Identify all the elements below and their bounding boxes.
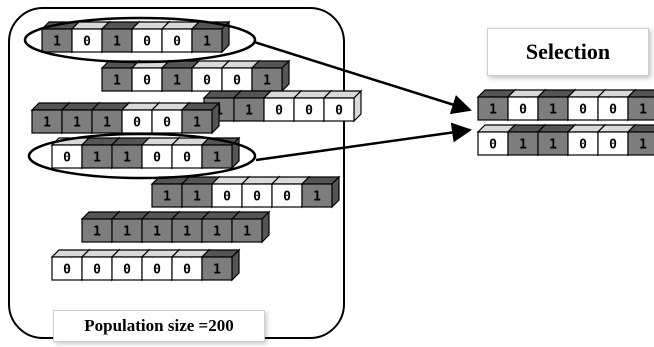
svg-text:1: 1 (173, 74, 181, 89)
selection-arrow-top (253, 40, 472, 115)
svg-text:1: 1 (73, 116, 81, 131)
svg-text:0: 0 (305, 104, 313, 119)
population-chromosome-7: 1 1 1 1 1 1 (80, 210, 271, 244)
svg-text:1: 1 (123, 151, 131, 166)
population-chromosome-4-bit-5: 1 (180, 101, 221, 135)
population-chromosome-4: 1 1 1 0 0 1 (30, 101, 221, 135)
svg-text:0: 0 (63, 151, 71, 166)
svg-text:0: 0 (233, 74, 241, 89)
population-chromosome-1-bit-5: 1 (190, 20, 231, 54)
svg-text:0: 0 (143, 35, 151, 50)
svg-text:0: 0 (283, 190, 291, 205)
svg-text:0: 0 (335, 104, 343, 119)
svg-text:0: 0 (93, 263, 101, 278)
svg-text:1: 1 (263, 74, 271, 89)
selected-chromosome-1: 1 0 1 0 0 1 (476, 88, 654, 122)
population-chromosome-2-bit-5: 1 (250, 59, 291, 93)
svg-text:1: 1 (93, 225, 101, 240)
svg-text:1: 1 (313, 190, 321, 205)
svg-text:0: 0 (579, 138, 587, 153)
svg-text:0: 0 (143, 74, 151, 89)
svg-text:1: 1 (549, 103, 557, 118)
selection-arrow-bottom (255, 122, 472, 162)
svg-text:1: 1 (203, 35, 211, 50)
svg-text:0: 0 (183, 263, 191, 278)
svg-text:0: 0 (153, 263, 161, 278)
svg-text:0: 0 (253, 190, 261, 205)
svg-text:0: 0 (223, 190, 231, 205)
population-chromosome-6-bit-5: 1 (300, 175, 341, 209)
svg-text:1: 1 (193, 190, 201, 205)
population-chromosome-8: 0 0 0 0 0 1 (50, 248, 241, 282)
population-chromosome-5-bit-5: 1 (200, 136, 241, 170)
svg-text:0: 0 (579, 103, 587, 118)
svg-text:1: 1 (243, 225, 251, 240)
svg-text:0: 0 (609, 103, 617, 118)
svg-text:1: 1 (43, 116, 51, 131)
svg-text:1: 1 (53, 35, 61, 50)
svg-text:0: 0 (83, 35, 91, 50)
svg-text:1: 1 (93, 151, 101, 166)
svg-text:0: 0 (133, 116, 141, 131)
population-chromosome-6: 1 1 0 0 0 1 (150, 175, 341, 209)
svg-text:1: 1 (213, 225, 221, 240)
svg-text:1: 1 (519, 138, 527, 153)
selection-ellipse-bottom (27, 132, 257, 180)
population-chromosome-6-bit-2: 0 (210, 175, 251, 209)
svg-text:1: 1 (163, 190, 171, 205)
population-chromosome-2: 1 0 1 0 0 1 (100, 59, 291, 93)
svg-text:1: 1 (213, 263, 221, 278)
svg-text:0: 0 (173, 35, 181, 50)
svg-text:1: 1 (103, 116, 111, 131)
selected-chromosome-1-bit-5: 1 (626, 89, 654, 121)
population-size-label: Population size =200 (53, 310, 265, 342)
svg-text:1: 1 (639, 138, 647, 153)
svg-text:0: 0 (489, 138, 497, 153)
svg-text:1: 1 (213, 151, 221, 166)
svg-text:1: 1 (639, 103, 647, 118)
svg-text:0: 0 (519, 103, 527, 118)
svg-text:1: 1 (113, 35, 121, 50)
svg-text:0: 0 (153, 151, 161, 166)
population-chromosome-5: 0 1 1 0 0 1 (50, 136, 241, 170)
chromosome-cells: 1010011010011100011100101100111000111111… (30, 20, 654, 282)
svg-text:0: 0 (609, 138, 617, 153)
svg-text:1: 1 (153, 225, 161, 240)
svg-text:1: 1 (183, 225, 191, 240)
population-chromosome-7-bit-5: 1 (230, 210, 271, 244)
population-chromosome-1: 1 0 1 0 0 1 (40, 20, 231, 54)
svg-text:0: 0 (183, 151, 191, 166)
selection-ellipse-top (23, 16, 257, 64)
population-chromosome-8-bit-5: 1 (200, 248, 241, 282)
population-container (8, 7, 345, 339)
selected-chromosome-2-bit-5: 1 (626, 124, 654, 156)
svg-text:0: 0 (63, 263, 71, 278)
svg-text:1: 1 (489, 103, 497, 118)
svg-text:0: 0 (275, 104, 283, 119)
selected-chromosome-2: 0 1 1 0 0 1 (476, 123, 654, 157)
svg-text:1: 1 (549, 138, 557, 153)
svg-text:1: 1 (113, 74, 121, 89)
svg-text:1: 1 (245, 104, 253, 119)
svg-text:0: 0 (203, 74, 211, 89)
selection-label: Selection (487, 28, 649, 76)
svg-text:0: 0 (163, 116, 171, 131)
svg-text:1: 1 (193, 116, 201, 131)
svg-text:1: 1 (123, 225, 131, 240)
svg-text:0: 0 (123, 263, 131, 278)
population-chromosome-3-bit-4: 0 (322, 89, 363, 123)
